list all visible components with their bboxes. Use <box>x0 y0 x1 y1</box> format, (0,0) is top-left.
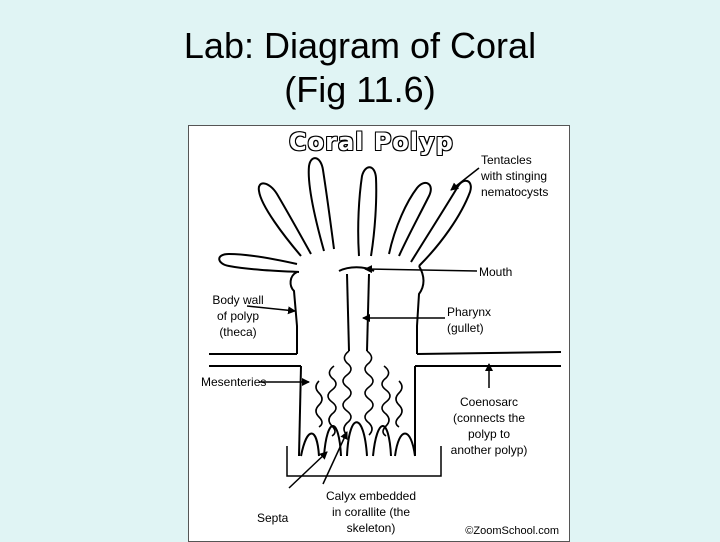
slide-title-line-2: (Fig 11.6) <box>284 69 436 110</box>
coral-polyp-drawing <box>209 157 562 489</box>
label-pharynx: Pharynx (gullet) <box>447 305 492 335</box>
label-body-wall: Body wall of polyp (theca) <box>212 293 264 339</box>
label-calyx: Calyx embedded in corallite (the skeleto… <box>325 489 417 535</box>
tentacles-shape <box>218 157 472 273</box>
copyright-credit: ©ZoomSchool.com <box>465 525 559 537</box>
calyx-cup <box>286 446 442 477</box>
diagram-title: Coral Polyp <box>289 128 454 156</box>
slide-title-line-1: Lab: Diagram of Coral <box>183 25 537 66</box>
label-coenosarc: Coenosarc (connects the polyp to another… <box>450 395 528 457</box>
mesenteries-shape <box>315 350 403 437</box>
label-arrows <box>246 167 493 489</box>
label-septa: Septa <box>257 511 289 525</box>
label-tentacles: Tentacles with stinging nematocysts <box>481 153 549 199</box>
coral-polyp-figure: Coral Polyp Tentacles with stinging nema… <box>188 125 570 542</box>
label-mesenteries: Mesenteries <box>201 375 267 389</box>
slide-title: Lab: Diagram of Coral (Fig 11.6) <box>0 24 720 112</box>
label-mouth: Mouth <box>479 265 513 279</box>
